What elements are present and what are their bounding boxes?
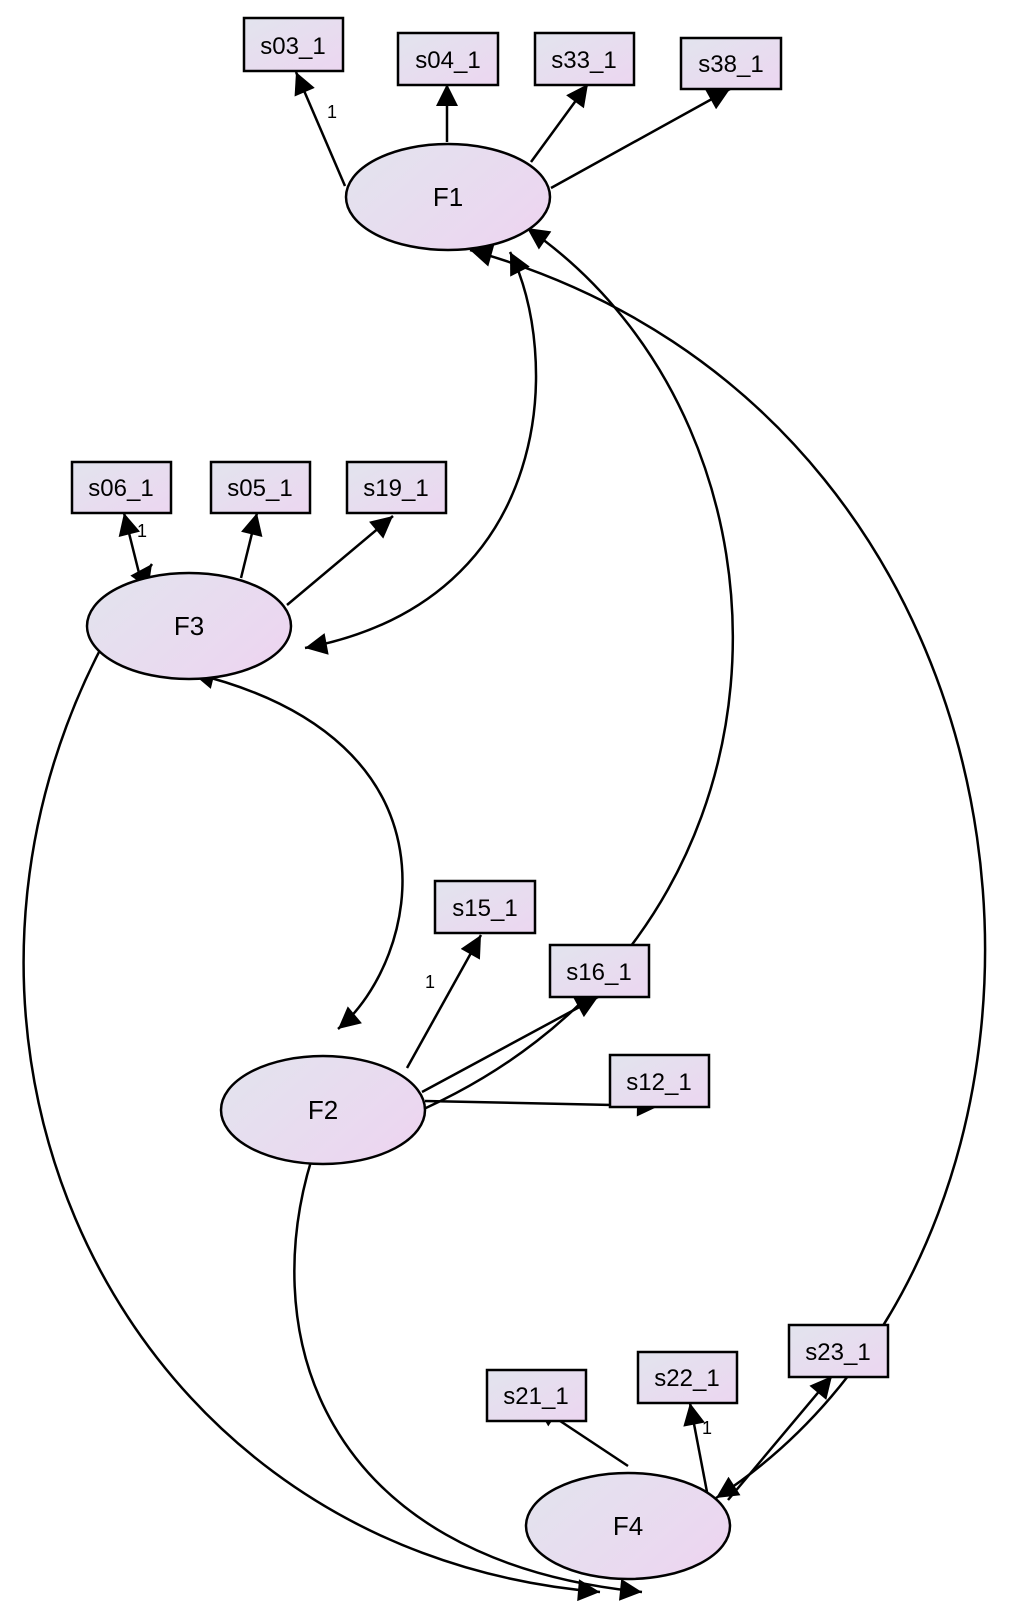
loading-f1-s38 <box>550 87 731 190</box>
observed-label: s33_1 <box>551 47 616 74</box>
factor-f1[interactable]: F1 <box>344 142 552 252</box>
covariance-arrows <box>22 226 987 1602</box>
observed-label: s06_1 <box>88 475 153 502</box>
observed-label: s16_1 <box>566 959 631 986</box>
observed-s23[interactable]: s23_1 <box>787 1323 890 1379</box>
observed-s04[interactable]: s04_1 <box>396 31 500 87</box>
observed-s33[interactable]: s33_1 <box>533 31 636 87</box>
observed-variables: s03_1 s04_1 s33_1 s38_1 s06_1 s05_1 s19_… <box>70 16 890 1423</box>
factor-label: F1 <box>433 182 463 212</box>
observed-label: s23_1 <box>805 1339 870 1366</box>
fixed-label-s06: 1 <box>137 521 147 541</box>
observed-label: s03_1 <box>260 33 325 60</box>
covariance-f3-f2 <box>191 667 404 1030</box>
factor-f3[interactable]: F3 <box>85 571 293 681</box>
observed-label: s15_1 <box>452 895 517 922</box>
factor-label: F2 <box>308 1095 338 1125</box>
fixed-loading-labels: 1 1 1 1 <box>137 102 712 1438</box>
observed-s15[interactable]: s15_1 <box>433 879 537 935</box>
observed-s22[interactable]: s22_1 <box>636 1350 739 1405</box>
observed-label: s38_1 <box>698 51 763 78</box>
loading-f3-s05 <box>239 512 263 579</box>
loading-f2-s16 <box>421 995 599 1094</box>
factor-f2[interactable]: F2 <box>219 1054 427 1166</box>
loading-f2-s15 <box>405 934 483 1069</box>
observed-s16[interactable]: s16_1 <box>548 943 651 999</box>
observed-label: s12_1 <box>626 1069 691 1096</box>
observed-s06[interactable]: s06_1 <box>70 460 173 515</box>
observed-s05[interactable]: s05_1 <box>209 460 312 515</box>
covariance-f2-f4 <box>293 1139 643 1601</box>
loading-f1-s33 <box>529 83 590 163</box>
fixed-label-s15: 1 <box>425 972 435 992</box>
factor-label: F3 <box>174 611 204 641</box>
fixed-label-s22: 1 <box>702 1418 712 1438</box>
observed-s03[interactable]: s03_1 <box>242 16 345 73</box>
loading-arrows <box>118 71 833 1501</box>
observed-s21[interactable]: s21_1 <box>485 1368 588 1423</box>
loading-f4-s23 <box>727 1375 833 1501</box>
observed-s38[interactable]: s38_1 <box>679 36 783 91</box>
loading-f3-s19 <box>286 515 394 606</box>
loading-f3-s06 <box>118 512 142 578</box>
factor-f4[interactable]: F4 <box>524 1471 732 1581</box>
observed-s12[interactable]: s12_1 <box>608 1053 711 1109</box>
observed-label: s21_1 <box>503 1383 568 1410</box>
loading-f4-s22 <box>683 1402 709 1493</box>
covariance-f1-f4 <box>469 245 987 1500</box>
covariance-f1-f3 <box>304 251 538 655</box>
factor-label: F4 <box>613 1511 643 1541</box>
observed-label: s04_1 <box>415 47 480 74</box>
fixed-label-s03: 1 <box>327 102 337 122</box>
loading-f1-s03 <box>294 71 347 187</box>
observed-label: s05_1 <box>227 475 292 502</box>
observed-s19[interactable]: s19_1 <box>345 460 448 515</box>
observed-label: s19_1 <box>363 475 428 502</box>
latent-factors: F1 F3 F2 F4 <box>85 142 732 1581</box>
observed-label: s22_1 <box>654 1365 719 1392</box>
